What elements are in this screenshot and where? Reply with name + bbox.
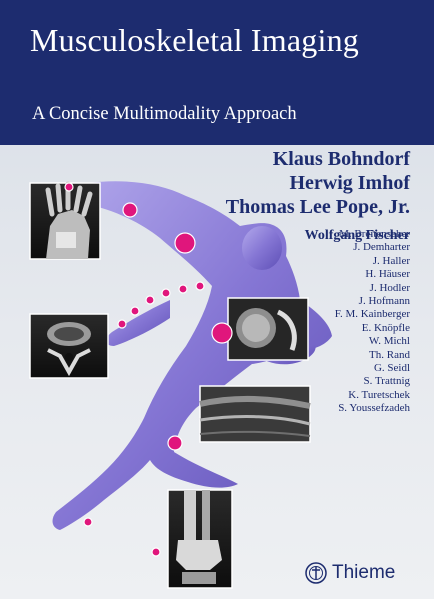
authors-block: Klaus Bohndorf Herwig Imhof Thomas Lee P… [226,147,410,244]
title-banner: Musculoskeletal Imaging A Concise Multim… [0,0,434,145]
contributor-name: M. Breitenseher [339,228,410,240]
contributor-name: H. Häuser [365,268,410,281]
editor-name: Wolfgang Fischer [304,228,410,243]
contributor-name: G. Seidl [373,362,410,375]
contributor-name: S. Trattnig [363,375,410,388]
author-name: Klaus Bohndorf [272,148,410,170]
contributors-list: M. Breitenseher J. Demharter J. Haller H… [335,228,410,416]
wrist-xray [29,181,101,260]
marker-knee [167,435,183,451]
publisher-name: Thieme [332,562,396,583]
anatomical-markers [64,182,233,557]
marker-spine-3 [161,288,171,298]
thieme-logo-icon [305,562,327,584]
spine-ct [29,313,109,379]
contributor-name: F. M. Kainberger [334,308,410,321]
contributor-name: Th. Rand [369,348,410,361]
contributor-name: K. Turetschek [348,388,410,401]
marker-spine-5 [130,306,140,316]
marker-spine-2 [178,284,188,294]
marker-ankle [151,547,161,557]
knee-ultrasound [199,385,311,443]
cover-illustration [29,181,333,589]
book-title: Musculoskeletal Imaging [30,22,359,58]
marker-wrist [122,202,138,218]
ankle-xray [167,489,233,589]
shoulder-mri [227,297,309,361]
marker-spine-6 [117,319,127,329]
contributor-name: J. Hofmann [358,295,410,308]
contributor-name: W. Michl [368,335,410,348]
author-name: Herwig Imhof [289,172,410,194]
marker-spine-1 [195,281,205,291]
contributor-name: S. Youssefzadeh [338,402,410,415]
marker-foot [83,517,93,527]
contributor-name: J. Hodler [369,281,410,294]
book-subtitle: A Concise Multimodality Approach [32,104,297,124]
marker-spine-4 [145,295,155,305]
author-name: Thomas Lee Pope, Jr. [225,196,410,218]
publisher-mark: Thieme [305,560,395,586]
marker-shoulder [211,322,233,344]
marker-elbow [174,232,196,254]
marker-hand [64,182,74,192]
contributor-name: E. Knöpfle [361,321,410,334]
contributor-name: J. Haller [372,254,410,267]
contributor-name: J. Demharter [353,241,410,254]
